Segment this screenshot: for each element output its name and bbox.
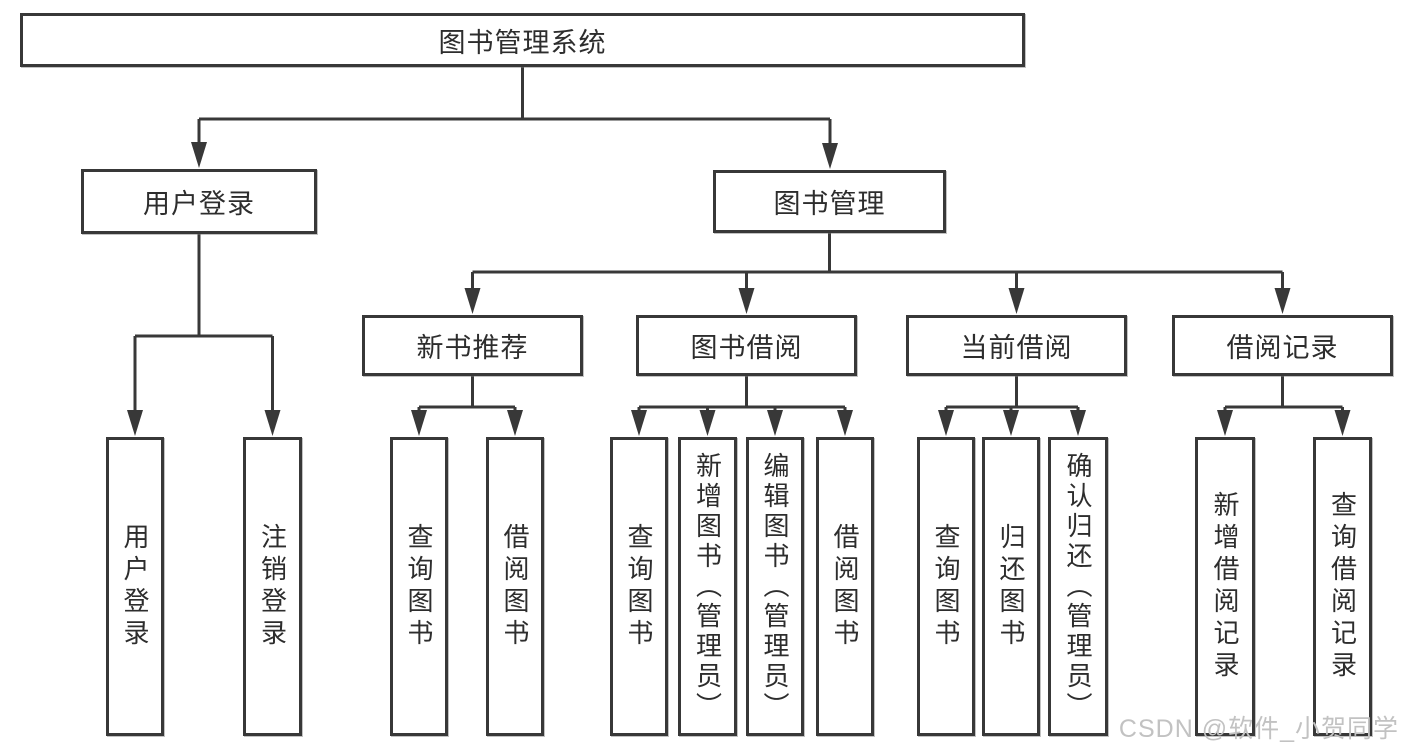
leaf-query-books-1: 查询图书: [390, 437, 448, 736]
leaf-query-borrow-record-label: 查询借阅记录: [1327, 490, 1358, 683]
arrowhead-icon: [767, 410, 783, 436]
arrowhead-icon: [1003, 410, 1019, 436]
leaf-query-books-3-label: 查询图书: [931, 522, 961, 651]
arrowhead-icon: [822, 143, 838, 169]
node-user-login: 用户登录: [81, 169, 317, 234]
arrowhead-icon: [264, 410, 281, 436]
node-book-borrow: 图书借阅: [636, 315, 857, 376]
arrowhead-icon: [1070, 410, 1086, 436]
arrowhead-icon: [837, 410, 853, 436]
arrowhead-icon: [1217, 410, 1233, 436]
leaf-add-books-admin-label: 新增图书（管理员）: [692, 451, 723, 722]
watermark: CSDN @软件_小贺同学: [1118, 715, 1399, 743]
leaf-return-books: 归还图书: [982, 437, 1040, 736]
arrowhead-icon: [464, 288, 481, 314]
arrowhead-icon: [1008, 288, 1025, 314]
node-root: 图书管理系统: [20, 13, 1025, 67]
node-book-borrow-label: 图书借阅: [690, 333, 803, 363]
leaf-borrow-books-1: 借阅图书: [486, 437, 544, 736]
leaf-query-books-2-label: 查询图书: [624, 522, 654, 651]
arrowhead-icon: [507, 410, 523, 436]
leaf-query-books-3: 查询图书: [917, 437, 975, 736]
node-book-management: 图书管理: [713, 170, 946, 233]
leaf-query-borrow-record: 查询借阅记录: [1313, 437, 1372, 736]
arrowhead-icon: [127, 410, 143, 436]
leaf-user-login: 用户登录: [106, 437, 164, 736]
leaf-edit-books-admin-label: 编辑图书（管理员）: [760, 451, 790, 722]
leaf-borrow-books-2: 借阅图书: [816, 437, 874, 736]
leaf-edit-books-admin: 编辑图书（管理员）: [746, 437, 804, 736]
node-current-borrow-label: 当前借阅: [960, 333, 1073, 363]
leaf-confirm-return-admin-label: 确认归还（管理员）: [1063, 451, 1093, 722]
arrowhead-icon: [938, 410, 954, 436]
leaf-add-borrow-record: 新增借阅记录: [1195, 437, 1255, 736]
node-current-borrow: 当前借阅: [906, 315, 1127, 376]
arrowhead-icon: [411, 410, 427, 436]
node-book-management-label: 图书管理: [773, 189, 886, 219]
arrowhead-icon: [1334, 410, 1351, 436]
arrowhead-icon: [191, 142, 207, 168]
leaf-query-books-1-label: 查询图书: [404, 522, 434, 651]
arrowhead-icons: [127, 142, 1351, 436]
arrowhead-icon: [1274, 288, 1291, 314]
node-user-login-label: 用户登录: [143, 189, 255, 219]
leaf-return-books-label: 归还图书: [996, 522, 1026, 651]
leaf-logout: 注销登录: [243, 437, 302, 736]
arrowhead-icon: [699, 410, 716, 436]
node-new-book-recommend-label: 新书推荐: [416, 333, 529, 363]
node-borrow-records-label: 借阅记录: [1226, 333, 1339, 363]
leaf-borrow-books-2-label: 借阅图书: [830, 522, 860, 651]
leaf-add-books-admin: 新增图书（管理员）: [678, 437, 737, 736]
node-root-label: 图书管理系统: [438, 27, 607, 58]
node-borrow-records: 借阅记录: [1172, 315, 1393, 376]
leaf-query-books-2: 查询图书: [610, 437, 668, 736]
arrowhead-icon: [738, 288, 755, 314]
leaf-confirm-return-admin: 确认归还（管理员）: [1048, 437, 1108, 736]
leaf-user-login-label: 用户登录: [120, 522, 150, 651]
leaf-logout-label: 注销登录: [257, 522, 288, 651]
leaf-add-borrow-record-label: 新增借阅记录: [1210, 490, 1240, 683]
leaf-borrow-books-1-label: 借阅图书: [500, 522, 530, 651]
arrowhead-icon: [631, 410, 647, 436]
node-new-book-recommend: 新书推荐: [362, 315, 583, 376]
